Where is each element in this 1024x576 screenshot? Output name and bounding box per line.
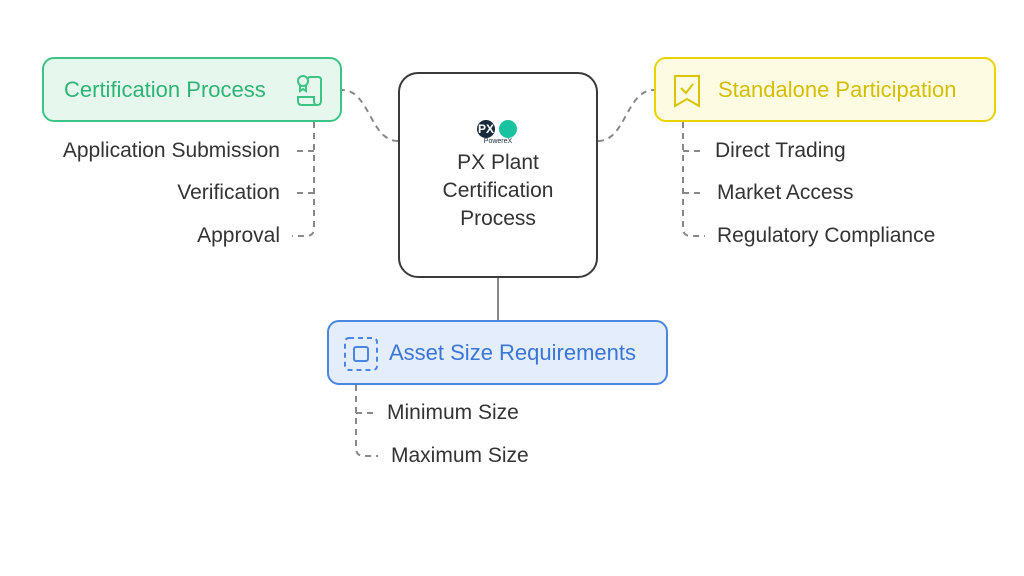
participation-item-regulatory-compliance: Regulatory Compliance: [717, 224, 936, 247]
certification-process-box[interactable]: Certification Process: [42, 57, 342, 122]
bookmark-check-icon: [672, 73, 702, 114]
resize-square-icon: [343, 336, 379, 377]
certification-item-application-submission: Application Submission: [62, 139, 280, 162]
standalone-participation-box[interactable]: Standalone Participation: [654, 57, 996, 122]
certification-item-verification: Verification: [177, 181, 280, 204]
connector-asset-trunk: [355, 385, 378, 457]
asset-item-minimum-size: Minimum Size: [387, 401, 519, 424]
powerex-logo-mark: PX: [477, 119, 517, 138]
logo-letter-p: PX: [478, 122, 494, 136]
certification-process-title: Certification Process: [64, 76, 266, 102]
center-title: PX Plant Certification Process: [442, 150, 554, 230]
connector-cert-trunk: [292, 122, 315, 237]
connector-center-participation: [597, 89, 655, 142]
participation-item-direct-trading: Direct Trading: [715, 139, 846, 162]
asset-size-requirements-title: Asset Size Requirements: [389, 339, 636, 365]
certificate-scroll-icon: [292, 73, 324, 114]
logo-subtext: PowereX: [483, 137, 513, 145]
asset-item-maximum-size: Maximum Size: [391, 444, 529, 467]
connector-center-certification: [341, 89, 399, 142]
asset-size-requirements-box[interactable]: Asset Size Requirements: [327, 320, 668, 385]
powerex-logo: PX PowereX: [475, 118, 521, 145]
participation-item-market-access: Market Access: [717, 181, 854, 204]
standalone-participation-title: Standalone Participation: [718, 76, 957, 102]
certification-item-approval: Approval: [197, 224, 280, 247]
center-node[interactable]: PX PowereX PX Plant Certification Proces…: [398, 72, 598, 278]
connector-part-trunk: [682, 122, 705, 237]
